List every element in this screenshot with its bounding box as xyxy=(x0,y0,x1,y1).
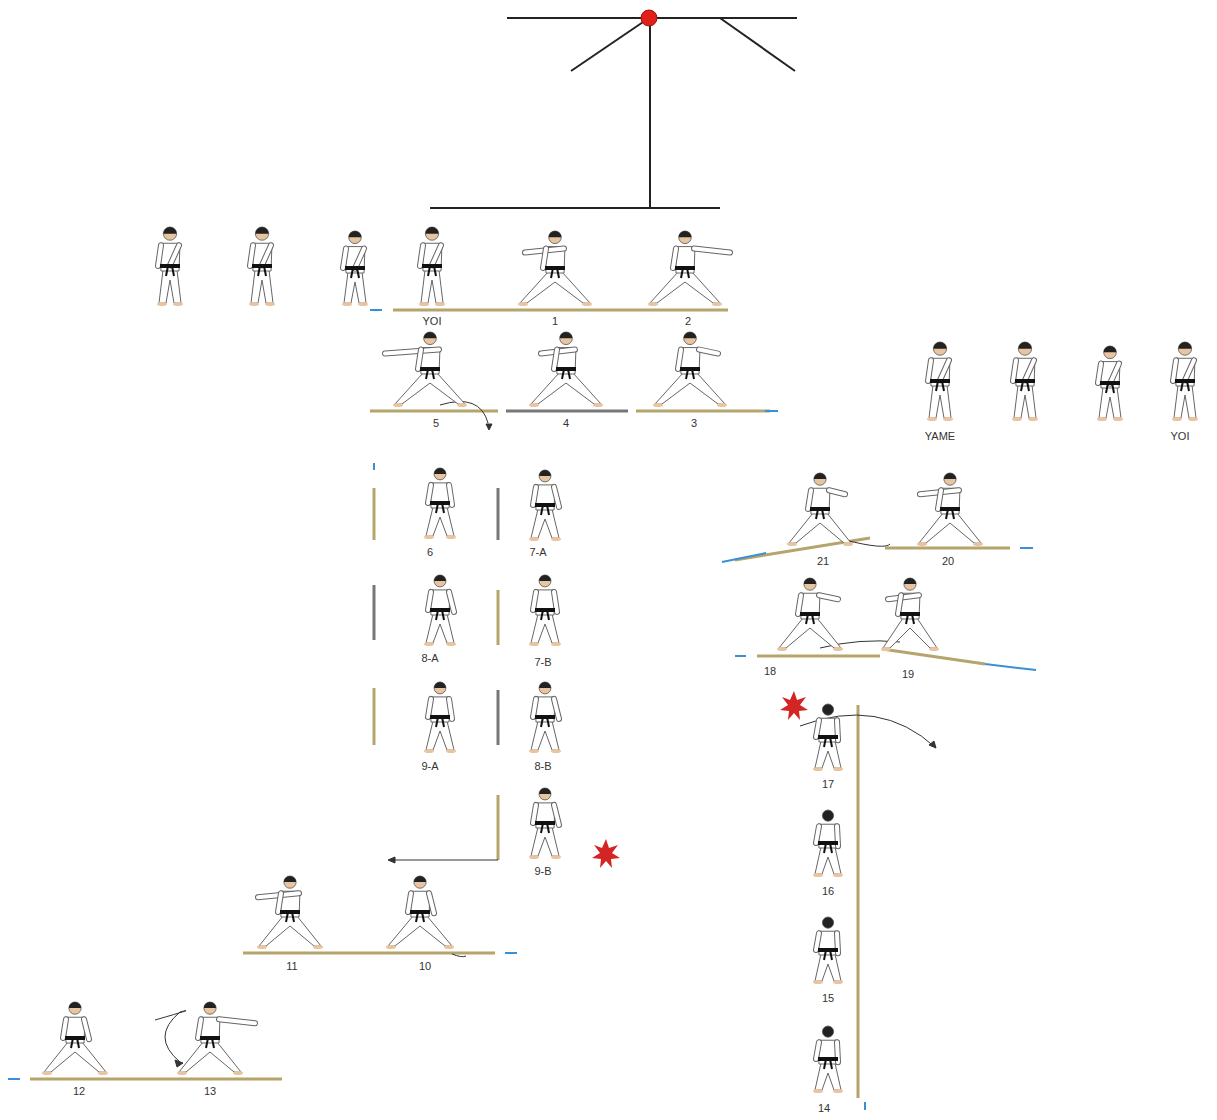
callout-number: 14 xyxy=(816,1102,832,1115)
karateka-figure xyxy=(777,578,843,651)
callout-number: 3 xyxy=(689,417,699,430)
callout-number: 8-A xyxy=(419,652,440,665)
callout-number: 20 xyxy=(940,555,956,568)
karateka-figure xyxy=(518,231,592,306)
karateka-figure xyxy=(424,575,456,646)
callout-number: YOI xyxy=(1169,430,1192,443)
karateka-figure xyxy=(529,332,603,407)
callout-number: 5 xyxy=(431,417,441,430)
callout-number: YAME xyxy=(923,430,957,443)
karateka-figure xyxy=(1172,342,1198,421)
callout-number: 13 xyxy=(202,1085,218,1098)
karateka-figure xyxy=(157,227,183,306)
callout-number: 9-B xyxy=(532,865,553,878)
karateka-figure xyxy=(42,1002,108,1075)
callout-number: 21 xyxy=(815,555,831,568)
karateka-figure xyxy=(813,810,843,877)
callout-number: 6 xyxy=(425,546,435,559)
karateka-figure xyxy=(529,575,561,646)
karateka-figure xyxy=(529,788,561,859)
callout-number: 19 xyxy=(900,668,916,681)
karateka-figure xyxy=(653,332,727,407)
karateka-figure xyxy=(529,682,561,753)
karateka-figure xyxy=(177,1002,255,1075)
callout-number: 12 xyxy=(71,1085,87,1098)
karateka-figure xyxy=(342,231,368,306)
callout-number: 17 xyxy=(820,778,836,791)
callout-number: 1 xyxy=(550,315,560,328)
karateka-figure xyxy=(917,473,983,546)
karateka-figure xyxy=(1097,346,1123,421)
karateka-figure xyxy=(927,342,953,421)
callout-number: 16 xyxy=(820,885,836,898)
karateka-figure xyxy=(424,682,456,753)
karateka-figure xyxy=(386,876,454,949)
karateka-figure xyxy=(419,227,445,306)
callout-number: 10 xyxy=(417,960,433,973)
karateka-figure xyxy=(249,227,275,306)
karateka-figure xyxy=(813,1026,843,1093)
karateka-figure xyxy=(787,473,853,546)
callout-number: YOI xyxy=(421,315,444,328)
callout-number: 15 xyxy=(820,992,836,1005)
karateka-figure xyxy=(529,470,561,541)
karateka-figure xyxy=(813,704,843,771)
karateka-figure xyxy=(424,468,456,539)
callout-number: 2 xyxy=(683,315,693,328)
karateka-figure xyxy=(1012,342,1038,421)
callout-number: 18 xyxy=(762,665,778,678)
karateka-figure xyxy=(648,231,730,306)
callout-number: 8-B xyxy=(532,760,553,773)
callout-number: 11 xyxy=(284,960,299,973)
callout-number: 7-B xyxy=(532,656,553,669)
callout-number: 4 xyxy=(561,417,571,430)
callout-number: 7-A xyxy=(527,546,548,559)
karateka-figure xyxy=(257,876,323,949)
callout-number: 9-A xyxy=(419,760,440,773)
karateka-figure xyxy=(385,332,467,407)
karateka-figure xyxy=(881,578,939,651)
karateka-figure xyxy=(813,917,843,984)
